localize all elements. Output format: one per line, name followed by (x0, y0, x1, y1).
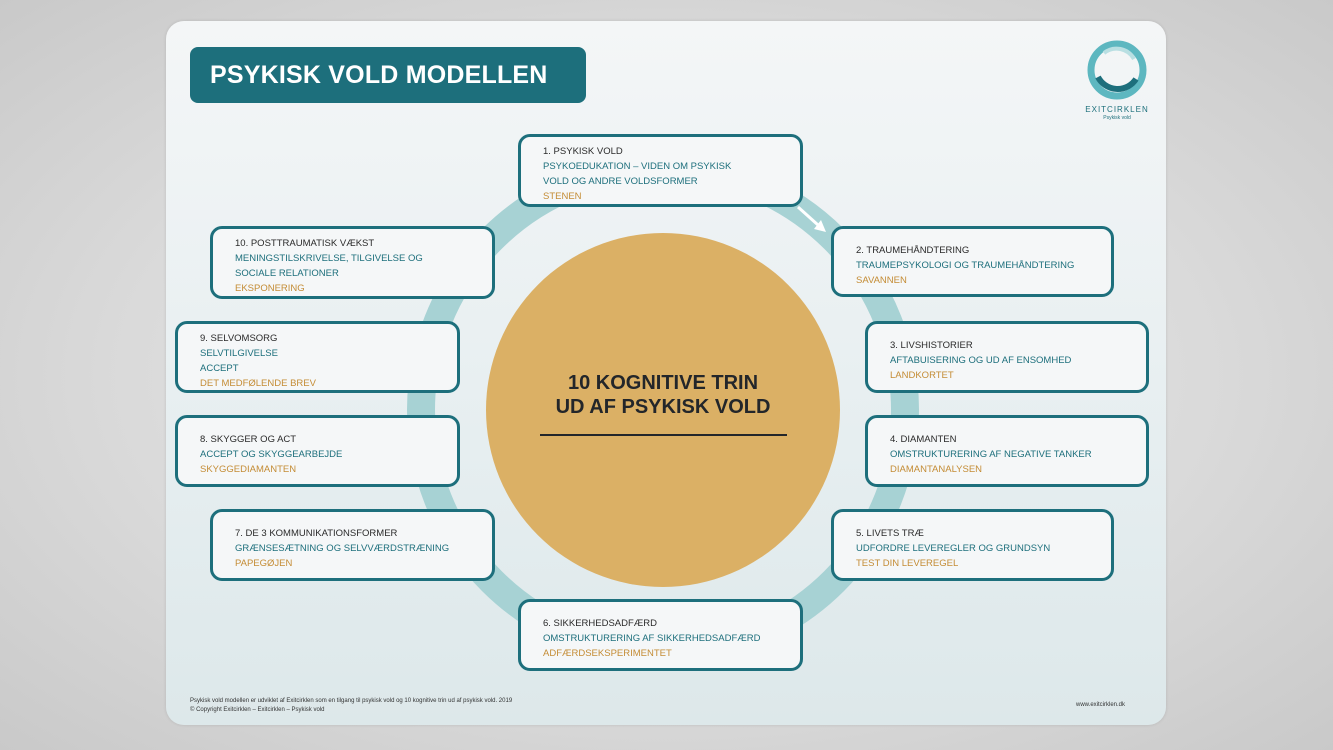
center-underline (540, 434, 787, 436)
step-tool: LANDKORTET (890, 370, 954, 381)
step-description: ACCEPT OG SKYGGEARBEJDE (200, 449, 343, 460)
step-heading: 8. SKYGGER OG ACT (200, 434, 297, 445)
step-heading: 2. TRAUMEHÅNDTERING (856, 245, 970, 256)
footer-line-2: © Copyright Exitcirklen – Exitcirklen – … (190, 707, 325, 713)
step-card-1: 1. PSYKISK VOLD PSYKOEDUKATION – VIDEN O… (518, 134, 803, 207)
page-title: PSYKISK VOLD MODELLEN (210, 60, 548, 89)
title-banner: PSYKISK VOLD MODELLEN (190, 47, 586, 103)
step-tool: EKSPONERING (235, 283, 305, 294)
step-tool: ADFÆRDSEKSPERIMENTET (543, 648, 672, 659)
logo: EXITCIRKLEN Psykisk vold (1082, 39, 1152, 129)
step-description: TRAUMEPSYKOLOGI OG TRAUMEHÅNDTERING (856, 260, 1075, 271)
ring-arrow-icon (796, 205, 826, 232)
footer-credits: Psykisk vold modellen er udviklet af Exi… (190, 697, 512, 715)
step-description: MENINGSTILSKRIVELSE, TILGIVELSE OG (235, 253, 423, 264)
logo-tagline: Psykisk vold (1103, 115, 1131, 121)
center-title: 10 KOGNITIVE TRIN UD AF PSYKISK VOLD (486, 371, 840, 419)
step-heading: 6. SIKKERHEDSADFÆRD (543, 618, 658, 629)
step-card-7: 7. DE 3 KOMMUNIKATIONSFORMER GRÆNSESÆTNI… (210, 509, 495, 581)
center-circle (486, 233, 840, 587)
step-description: SOCIALE RELATIONER (235, 268, 339, 279)
step-card-5: 5. LIVETS TRÆ UDFORDRE LEVEREGLER OG GRU… (831, 509, 1114, 581)
step-card-6: 6. SIKKERHEDSADFÆRD OMSTRUKTURERING AF S… (518, 599, 803, 671)
step-heading: 7. DE 3 KOMMUNIKATIONSFORMER (235, 528, 398, 539)
step-description: AFTABUISERING OG UD AF ENSOMHED (890, 355, 1072, 366)
step-tool: SAVANNEN (856, 275, 907, 286)
step-description: UDFORDRE LEVEREGLER OG GRUNDSYN (856, 543, 1051, 554)
step-description: OMSTRUKTURERING AF NEGATIVE TANKER (890, 449, 1092, 460)
step-heading: 1. PSYKISK VOLD (543, 146, 623, 157)
step-description: SELVTILGIVELSE (200, 348, 278, 359)
step-tool: DIAMANTANALYSEN (890, 464, 983, 475)
step-card-10: 10. POSTTRAUMATISK VÆKST MENINGSTILSKRIV… (210, 226, 495, 299)
footer-url: www.exitcirklen.dk (1076, 702, 1126, 708)
step-heading: 9. SELVOMSORG (200, 333, 278, 344)
step-description: GRÆNSESÆTNING OG SELVVÆRDSTRÆNING (235, 543, 450, 554)
step-heading: 3. LIVSHISTORIER (890, 340, 973, 351)
step-description: PSYKOEDUKATION – VIDEN OM PSYKISK (543, 161, 732, 172)
logo-name: EXITCIRKLEN (1085, 105, 1149, 114)
step-description: ACCEPT (200, 363, 239, 374)
step-card-4: 4. DIAMANTEN OMSTRUKTURERING AF NEGATIVE… (865, 415, 1149, 487)
step-description: VOLD OG ANDRE VOLDSFORMER (543, 176, 698, 187)
step-card-8: 8. SKYGGER OG ACT ACCEPT OG SKYGGEARBEJD… (175, 415, 460, 487)
step-heading: 4. DIAMANTEN (890, 434, 957, 445)
center-title-line1: 10 KOGNITIVE TRIN (567, 372, 759, 394)
exitcirklen-logo-icon (1087, 40, 1147, 100)
step-tool: TEST DIN LEVEREGEL (856, 558, 959, 569)
step-card-3: 3. LIVSHISTORIER AFTABUISERING OG UD AF … (865, 321, 1149, 393)
step-heading: 5. LIVETS TRÆ (856, 528, 924, 539)
step-heading: 10. POSTTRAUMATISK VÆKST (235, 238, 375, 249)
step-tool: PAPEGØJEN (235, 558, 293, 569)
step-card-2: 2. TRAUMEHÅNDTERING TRAUMEPSYKOLOGI OG T… (831, 226, 1114, 297)
poster: PSYKISK VOLD MODELLEN EXITCIRKLEN Psykis… (166, 21, 1166, 725)
step-tool: SKYGGEDIAMANTEN (200, 464, 297, 475)
step-tool: STENEN (543, 191, 582, 202)
step-tool: DET MEDFØLENDE BREV (200, 378, 316, 389)
step-description: OMSTRUKTURERING AF SIKKERHEDSADFÆRD (543, 633, 761, 644)
center-title-line2: UD AF PSYKISK VOLD (555, 396, 771, 418)
footer-line-1: Psykisk vold modellen er udviklet af Exi… (190, 698, 513, 704)
step-card-9: 9. SELVOMSORG SELVTILGIVELSE ACCEPT DET … (175, 321, 460, 393)
